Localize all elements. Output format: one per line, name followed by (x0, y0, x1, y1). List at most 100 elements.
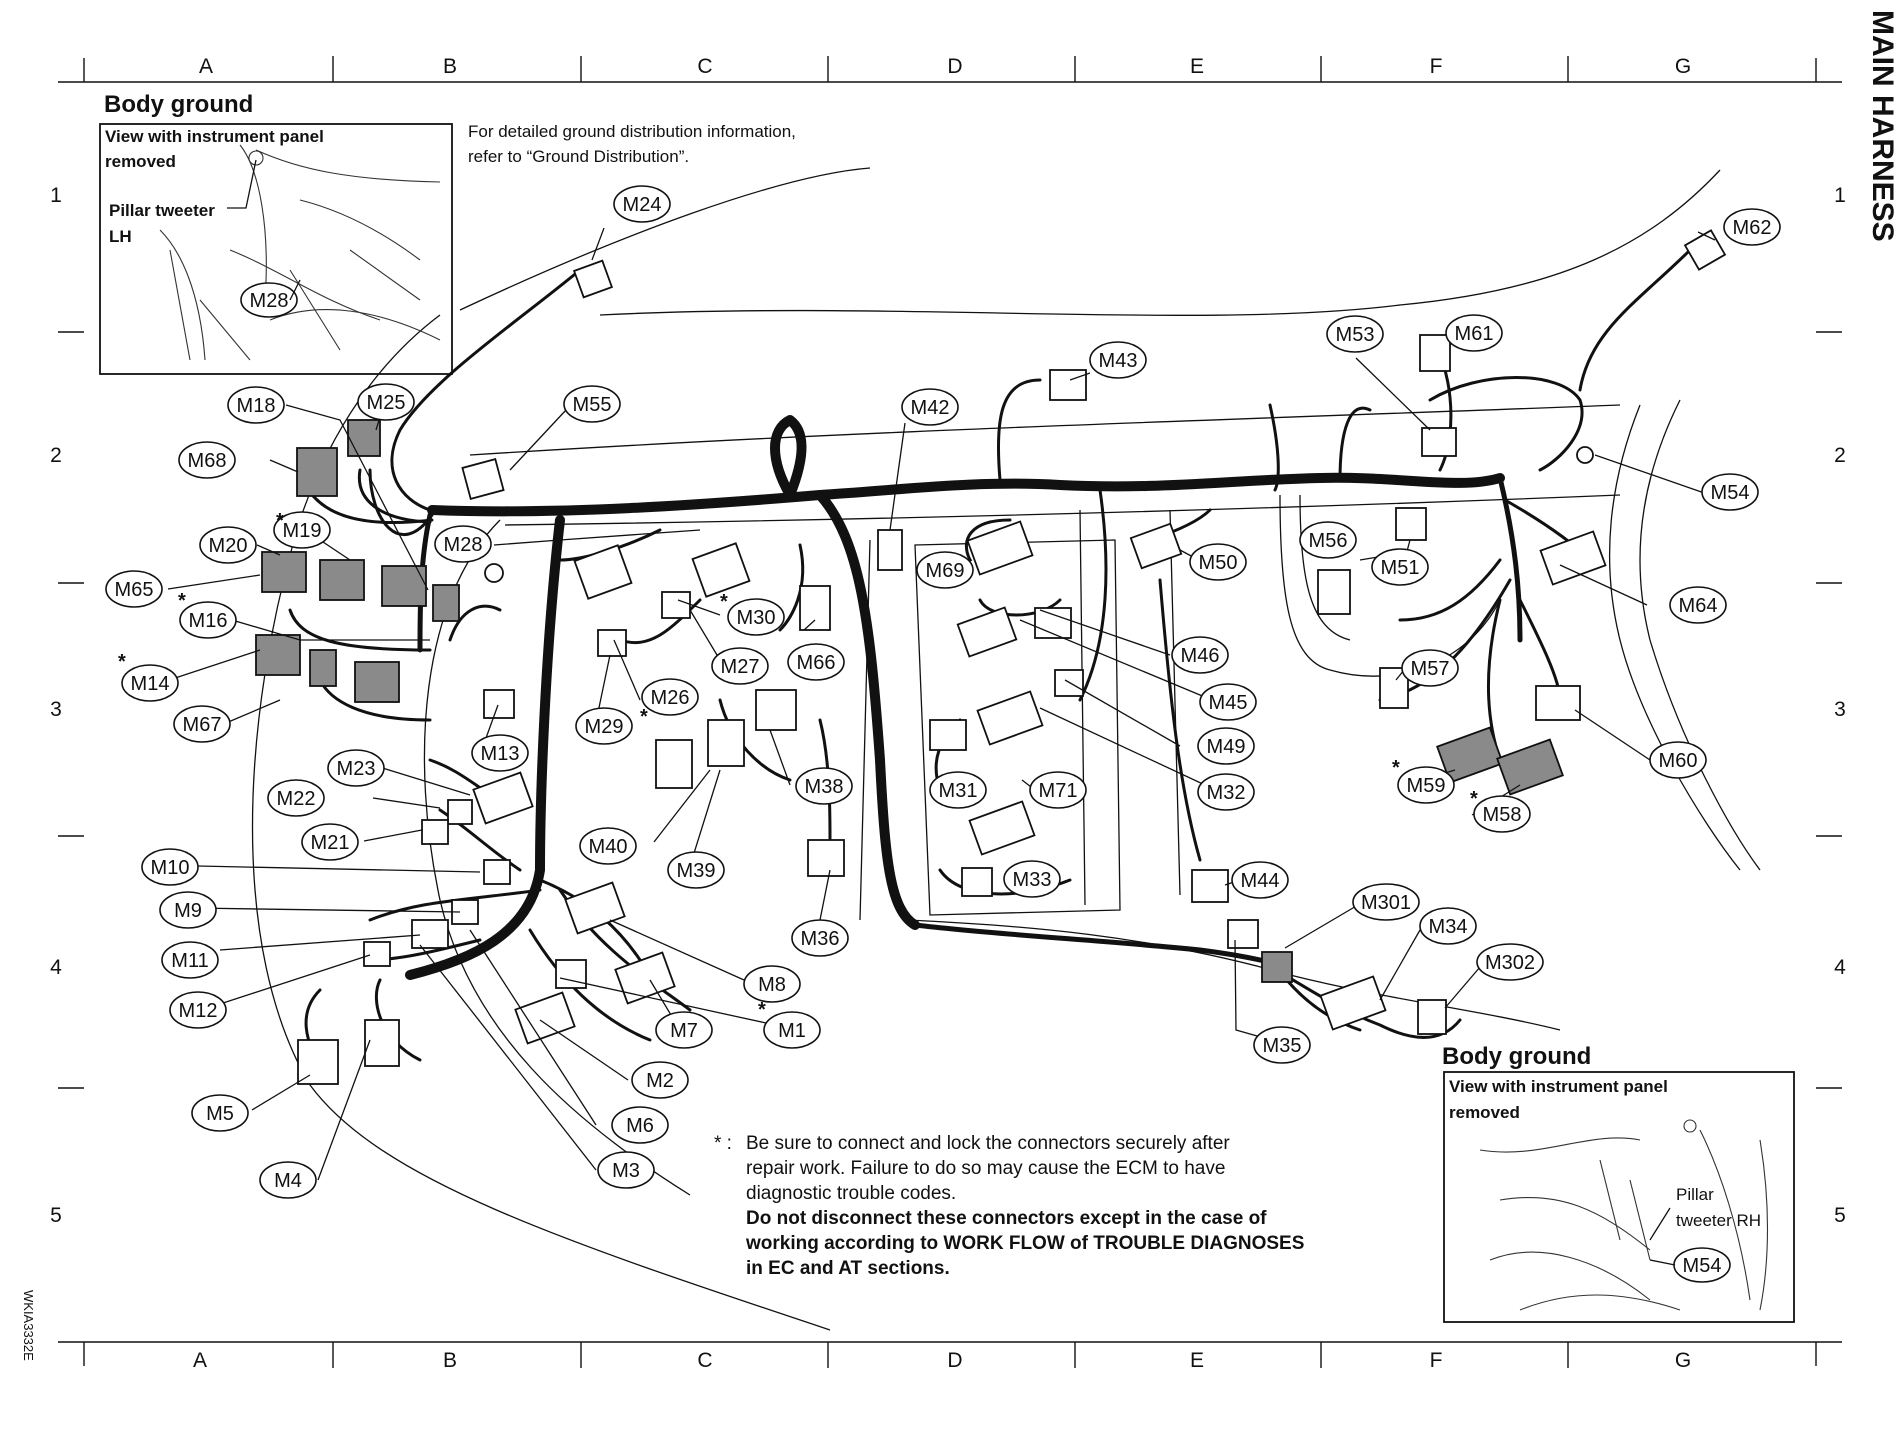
connector-label: M22 (277, 788, 316, 810)
bubble-outline (763, 1011, 821, 1049)
connector-bubble-m11: M11 (161, 941, 219, 979)
star-marker-m30: * (720, 591, 728, 613)
connector-label: M302 (1485, 952, 1535, 974)
connector-shapes (255, 229, 1727, 1085)
bubble-outline (1199, 683, 1257, 721)
inset-top-connector-label: M28 (250, 290, 289, 312)
bubble-outline (727, 598, 785, 636)
inset-bottom-pillar-1: Pillar (1676, 1185, 1714, 1204)
connector-label: M49 (1207, 736, 1246, 758)
connector-label: M60 (1659, 750, 1698, 772)
bubble-outline (1352, 883, 1420, 921)
col-label: C (697, 1349, 712, 1372)
connector-bubble-m34: M34 (1419, 907, 1477, 945)
connector-bubble-m9: M9 (159, 891, 217, 929)
inset-top-pillar-2: LH (109, 227, 132, 246)
bubble-outline (711, 647, 769, 685)
body-ground-bottom-inset: Body ground View with instrument panel r… (1442, 1043, 1795, 1323)
bubble-outline (613, 185, 671, 223)
body-ground-top-inset: Body ground View with instrument panel r… (99, 91, 453, 375)
figure-code: WKIA3332E (21, 1290, 36, 1361)
connector-bubble-m7: M7 (655, 1011, 713, 1049)
bubble-outline (161, 941, 219, 979)
col-label: D (947, 1349, 962, 1372)
connector-label: M54 (1711, 482, 1750, 504)
connector-bubble-m3: M3 (597, 1151, 655, 1189)
bubble-outline (1197, 773, 1255, 811)
col-label: E (1190, 55, 1204, 78)
bubble-outline (273, 511, 331, 549)
footnote-bold2: working according to WORK FLOW of TROUBL… (745, 1233, 1304, 1254)
row-label: 4 (50, 956, 62, 979)
bubble-outline (471, 734, 529, 772)
connector-bubble-m71: M71 (1029, 771, 1087, 809)
connector-bubble-m21: M21 (301, 823, 359, 861)
footnote-line3: diagnostic trouble codes. (746, 1183, 956, 1204)
bubble-outline (179, 601, 237, 639)
connector-label: M18 (237, 395, 276, 417)
row-label: 1 (50, 184, 62, 207)
connector-label: M25 (367, 392, 406, 414)
connector-label: M4 (274, 1170, 302, 1192)
connector-label: M45 (1209, 692, 1248, 714)
connector-label: M33 (1013, 869, 1052, 891)
bubble-outline (1171, 636, 1229, 674)
bubble-outline (434, 525, 492, 563)
bubble-outline (1371, 548, 1429, 586)
footnote-line2: repair work. Failure to do so may cause … (746, 1158, 1225, 1179)
connector-label: M62 (1733, 217, 1772, 239)
connector-label: M38 (805, 776, 844, 798)
connector-label: M7 (670, 1020, 698, 1042)
inset-bottom-caption-2: removed (1449, 1103, 1520, 1122)
connector-bubble-m30: M30 (727, 598, 785, 636)
row-label: 3 (1834, 698, 1846, 721)
connector-label: M42 (911, 397, 950, 419)
connector-bubble-m50: M50 (1189, 543, 1247, 581)
bubble-outline (1669, 586, 1727, 624)
connector-bubble-m26: M26 (641, 678, 699, 716)
connector-bubble-m60: M60 (1649, 741, 1707, 779)
bubble-outline (655, 1011, 713, 1049)
connector-bubble-m69: M69 (916, 551, 974, 589)
bubble-outline (169, 991, 227, 1029)
bubble-outline (159, 891, 217, 929)
bubble-outline (357, 383, 415, 421)
bubble-outline (1089, 341, 1147, 379)
connector-bubble-m12: M12 (169, 991, 227, 1029)
bubble-outline (178, 441, 236, 479)
inset-bottom-connector-label: M54 (1683, 1255, 1722, 1277)
connector-bubble-m10: M10 (141, 848, 199, 886)
connector-label: M64 (1679, 595, 1718, 617)
col-label: F (1430, 1349, 1443, 1372)
bubble-outline (1476, 943, 1544, 981)
row-label: 2 (1834, 444, 1846, 467)
connector-bubble-m40: M40 (579, 827, 637, 865)
connector-label: M32 (1207, 782, 1246, 804)
connector-bubble-m29: M29 (575, 707, 633, 745)
leader-lines (162, 227, 1716, 1181)
col-label: A (193, 1349, 207, 1372)
connector-label: M40 (589, 836, 628, 858)
connector-label: M301 (1361, 892, 1411, 914)
connector-bubble-m28: M28 (434, 525, 492, 563)
connector-bubble-m51: M51 (1371, 548, 1429, 586)
connector-label: M36 (801, 928, 840, 950)
connector-label: M9 (174, 900, 202, 922)
connector-bubble-m54: M54 (1701, 473, 1759, 511)
connector-label: M26 (651, 687, 690, 709)
connector-label: M12 (179, 1000, 218, 1022)
bubble (240, 282, 298, 318)
connector-bubble-m301: M301 (1352, 883, 1420, 921)
connector-label: M39 (677, 860, 716, 882)
connector-bubble-m35: M35 (1253, 1026, 1311, 1064)
connector-label: M50 (1199, 552, 1238, 574)
connector-label: M16 (189, 610, 228, 632)
connector-label: M56 (1309, 530, 1348, 552)
col-label: D (947, 55, 962, 78)
connector-label: M71 (1039, 780, 1078, 802)
connector-label: M43 (1099, 350, 1138, 372)
connector-bubble-m6: M6 (611, 1106, 669, 1144)
connector-bubble-m59: M59 (1397, 766, 1455, 804)
bubble-outline (1723, 208, 1781, 246)
